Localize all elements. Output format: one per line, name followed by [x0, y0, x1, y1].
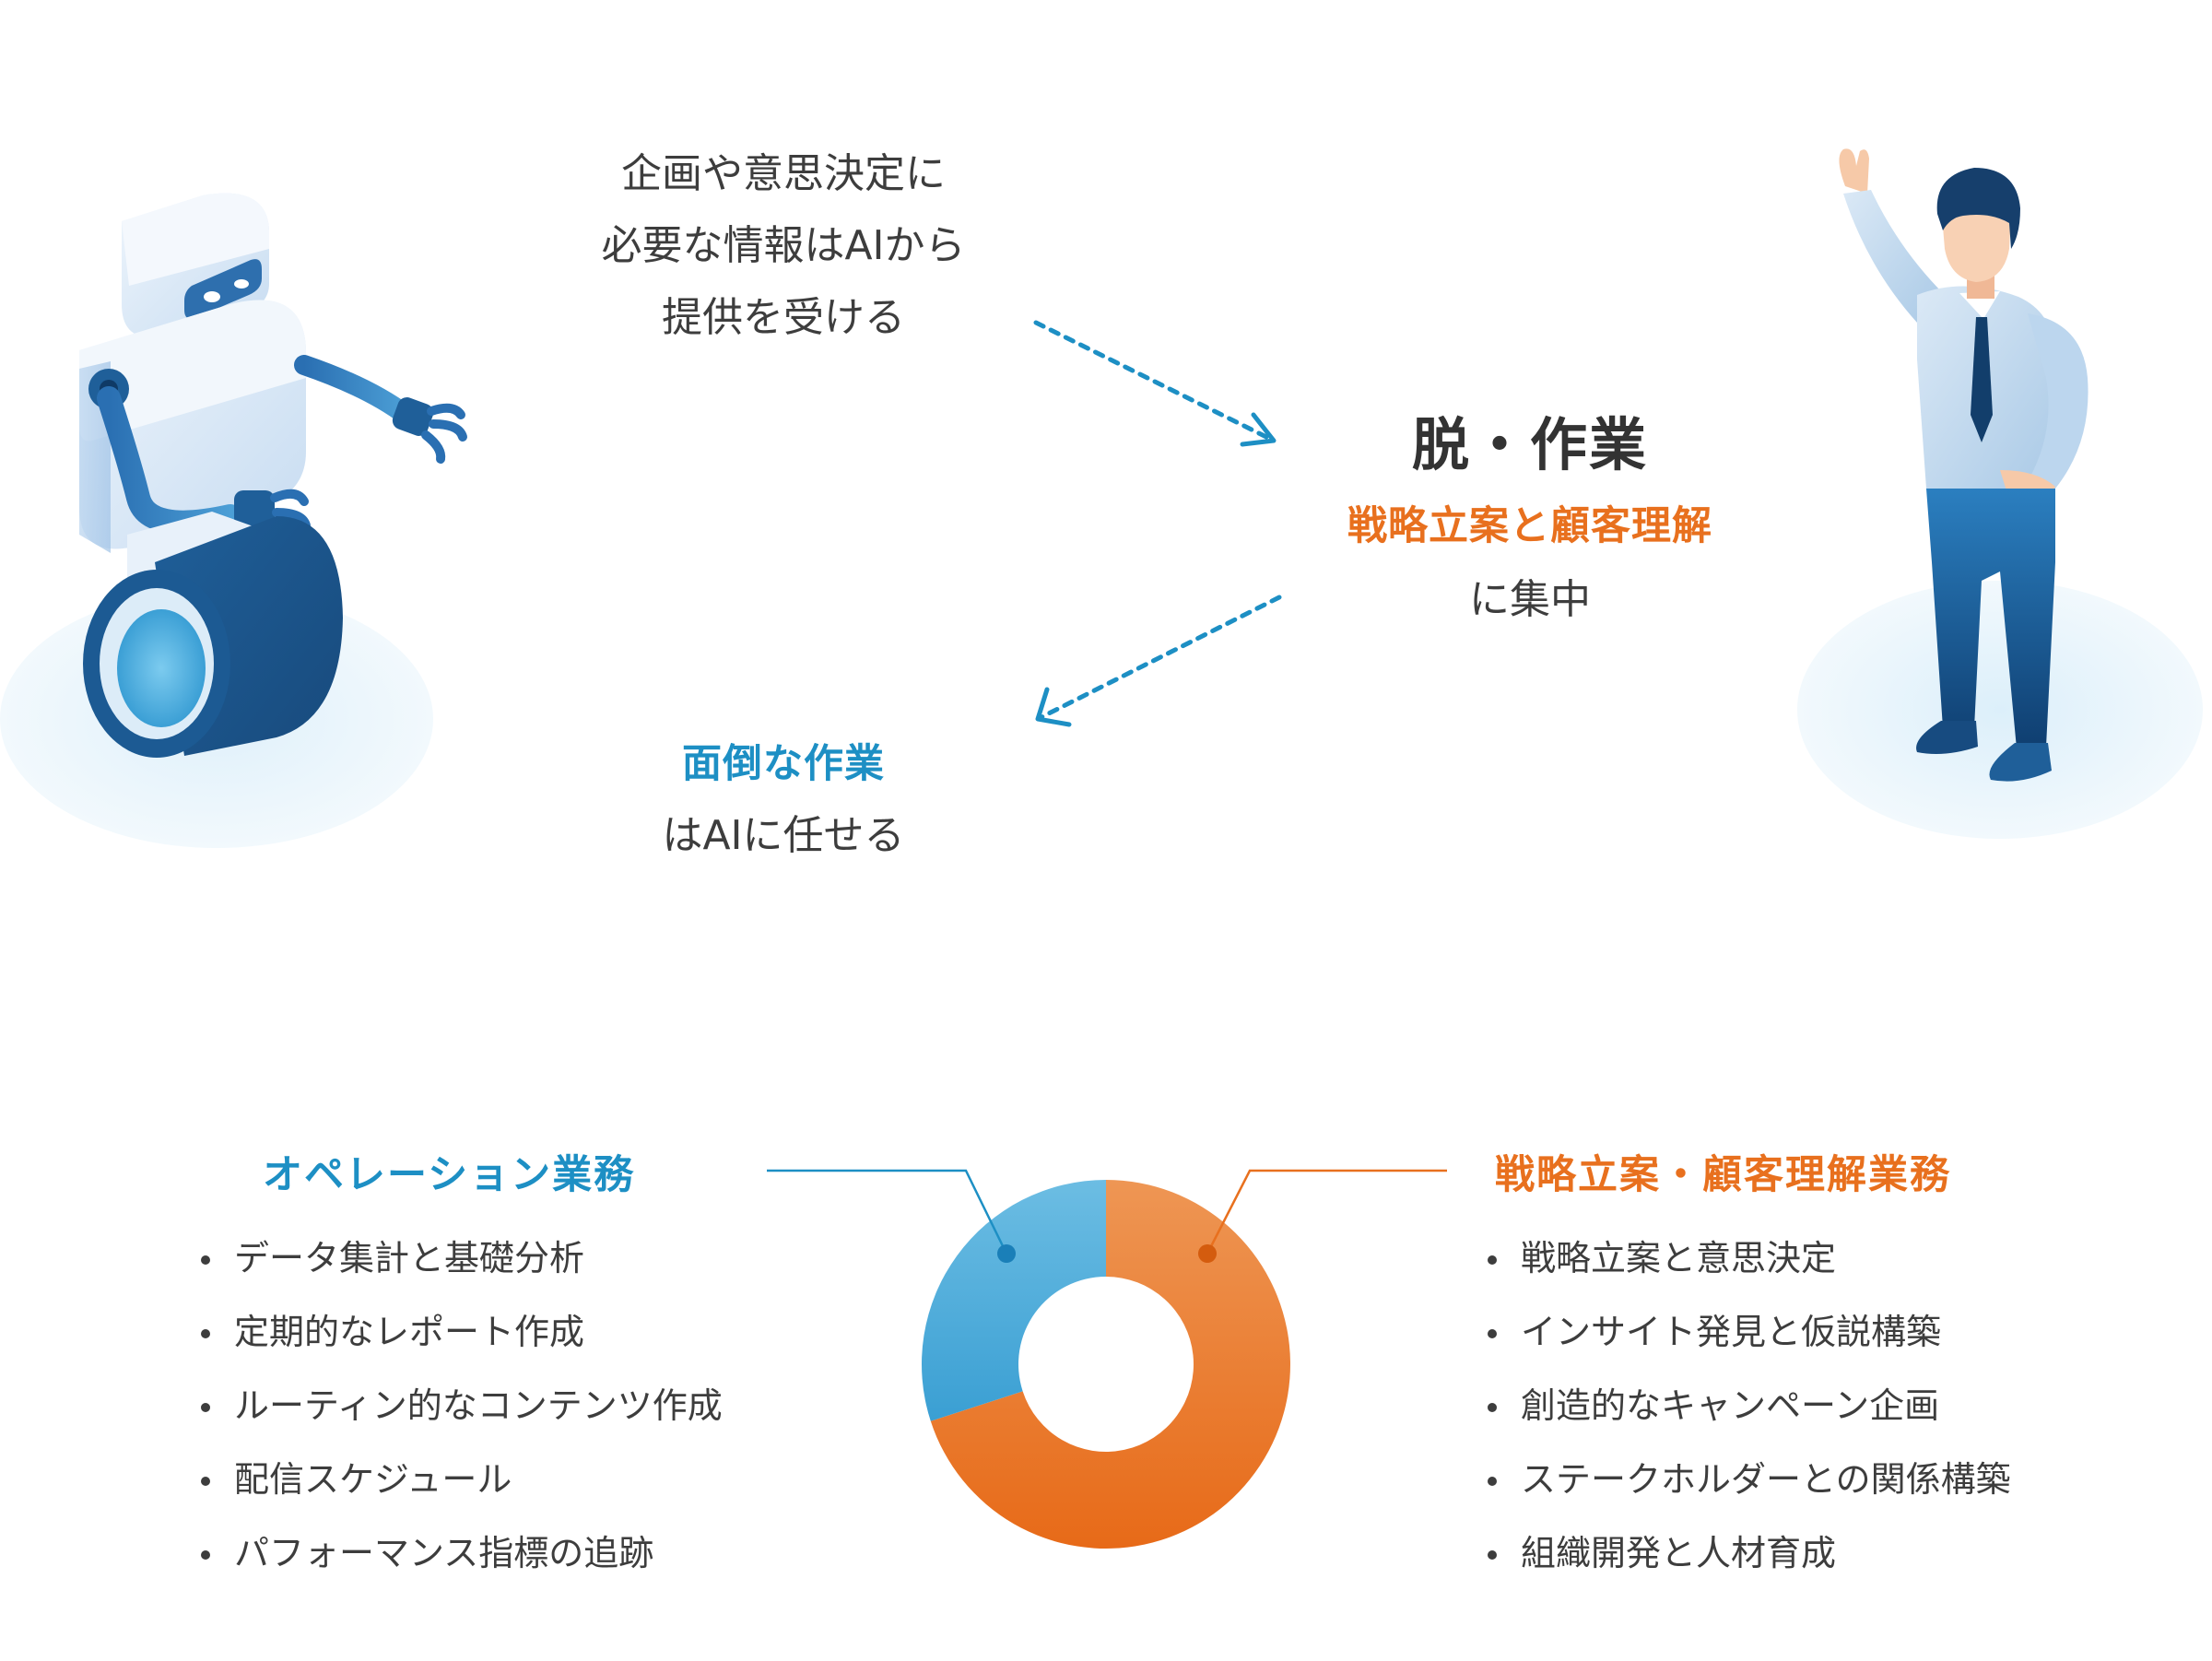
arrow-to-robot — [1035, 595, 1282, 727]
list-item: 組織開発と人材育成 — [1488, 1516, 2011, 1590]
bullet-icon — [201, 1477, 210, 1486]
bullet-icon — [201, 1329, 210, 1338]
businessman-illustration — [1797, 148, 2203, 839]
strategy-leader-dot — [1198, 1244, 1217, 1263]
bullet-icon — [1488, 1550, 1497, 1560]
bullet-icon — [1488, 1255, 1497, 1265]
text-line: 企画や意思決定に — [621, 150, 946, 197]
delegate-sub: はAIに任せる — [662, 812, 905, 859]
bullet-icon — [1488, 1329, 1497, 1338]
bullet-icon — [201, 1403, 210, 1412]
operations-title: オペレーション業務 — [263, 1152, 636, 1198]
strategy-leader-line — [1206, 1169, 1447, 1255]
list-item-label: 配信スケジュール — [234, 1459, 512, 1500]
list-item: ステークホルダーとの関係構築 — [1488, 1443, 2011, 1516]
bullet-icon — [201, 1550, 210, 1560]
focus-sub: に集中 — [1469, 576, 1591, 623]
operations-list: データ集計と基礎分析 定期的なレポート作成 ルーティン的なコンテンツ作成 配信ス… — [201, 1221, 723, 1590]
arrow-to-person — [1033, 320, 1277, 447]
list-item-label: 創造的なキャンペーン企画 — [1521, 1385, 1940, 1426]
donut-slice-operations — [922, 1180, 1106, 1421]
strategy-list: 戦略立案と意思決定 インサイト発見と仮説構築 創造的なキャンペーン企画 ステーク… — [1488, 1221, 2011, 1590]
list-item: パフォーマンス指標の追跡 — [201, 1516, 723, 1590]
list-item-label: インサイト発見と仮説構築 — [1521, 1312, 1942, 1352]
delegate-highlight: 面倒な作業 — [682, 741, 885, 787]
robot-illustration — [0, 193, 467, 848]
delegate-to-ai-text: 面倒な作業 はAIに任せる — [507, 728, 1060, 872]
list-item: 創造的なキャンペーン企画 — [1488, 1369, 2011, 1443]
operations-leader-dot — [997, 1244, 1016, 1263]
list-item-label: ステークホルダーとの関係構築 — [1521, 1459, 2011, 1500]
list-item: ルーティン的なコンテンツ作成 — [201, 1369, 723, 1443]
list-item: 戦略立案と意思決定 — [1488, 1221, 2011, 1295]
donut-slice-strategy — [930, 1179, 1290, 1549]
bullet-icon — [1488, 1403, 1497, 1412]
bullet-icon — [201, 1255, 210, 1265]
list-item-label: データ集計と基礎分析 — [234, 1238, 585, 1278]
text-line: 提供を受ける — [662, 294, 905, 341]
focus-highlight: 戦略立案と顧客理解 — [1347, 503, 1712, 549]
ai-provides-info-text: 企画や意思決定に 必要な情報はAIから 提供を受ける — [507, 138, 1060, 354]
list-item: 定期的なレポート作成 — [201, 1295, 723, 1369]
focus-message: 脱・作業 戦略立案と顧客理解 に集中 — [1253, 401, 1806, 637]
list-item-label: 戦略立案と意思決定 — [1521, 1238, 1837, 1278]
list-item-label: パフォーマンス指標の追跡 — [234, 1533, 654, 1573]
operations-leader-line — [767, 1169, 1008, 1255]
list-item: データ集計と基礎分析 — [201, 1221, 723, 1295]
focus-title: 脱・作業 — [1411, 411, 1648, 478]
bullet-icon — [1488, 1477, 1497, 1486]
list-item-label: 定期的なレポート作成 — [234, 1312, 585, 1352]
list-item-label: ルーティン的なコンテンツ作成 — [234, 1385, 723, 1426]
list-item-label: 組織開発と人材育成 — [1521, 1533, 1837, 1573]
strategy-title: 戦略立案・顧客理解業務 — [1495, 1152, 1951, 1198]
text-line: 必要な情報はAIから — [601, 222, 966, 269]
list-item: 配信スケジュール — [201, 1443, 723, 1516]
list-item: インサイト発見と仮説構築 — [1488, 1295, 2011, 1369]
